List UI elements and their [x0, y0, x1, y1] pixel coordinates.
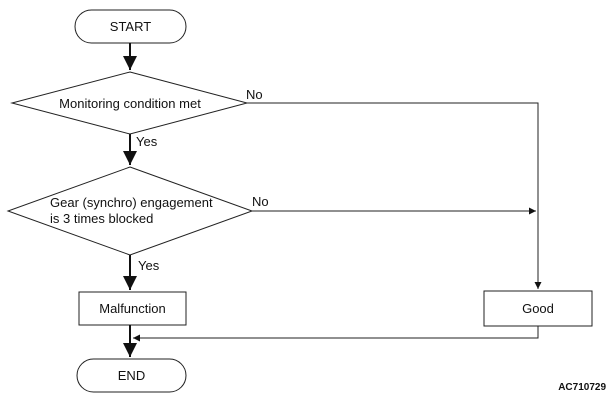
connector-decision1-no-good	[247, 102, 542, 289]
decision1-text: Monitoring condition met	[59, 96, 201, 111]
figure-code: AC710729	[558, 382, 606, 393]
end-terminator	[76, 358, 187, 393]
decision2-yes-label: Yes	[138, 258, 160, 273]
decision2-line2: is 3 times blocked	[50, 211, 153, 226]
decision2-no-label: No	[252, 194, 269, 209]
connector-good-join	[133, 326, 539, 342]
decision2-line1: Gear (synchro) engagement	[50, 195, 213, 210]
start-label: START	[110, 19, 151, 34]
end-label: END	[118, 368, 145, 383]
malfunction-box	[78, 291, 187, 326]
good-label: Good	[522, 301, 554, 316]
decision1-yes-label: Yes	[136, 134, 158, 149]
decision1-no-label: No	[246, 87, 263, 102]
malfunction-label: Malfunction	[99, 301, 165, 316]
